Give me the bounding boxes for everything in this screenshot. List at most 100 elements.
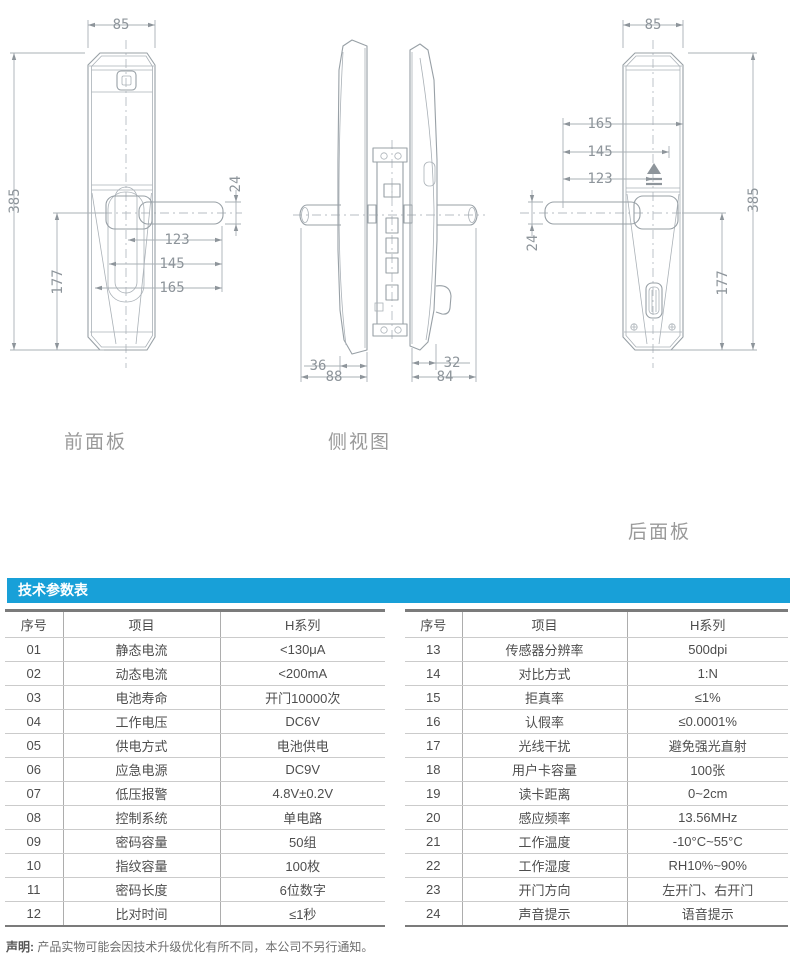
dim-front-handle-thickness: 24 xyxy=(228,176,244,193)
snib-knob xyxy=(435,285,452,315)
dim-side-84: 84 xyxy=(437,369,454,385)
side-view-label: 侧视图 xyxy=(328,432,392,453)
table-cell: 6位数字 xyxy=(219,877,385,902)
table-cell: 13 xyxy=(405,637,462,662)
table-cell: ≤0.0001% xyxy=(626,709,788,734)
table-cell: 动态电流 xyxy=(62,661,220,686)
fingerprint-sensor xyxy=(116,70,137,91)
table-cell: 50组 xyxy=(219,829,385,854)
section-title-bar: 技术参数表 xyxy=(7,578,790,603)
table-cell: <130μA xyxy=(219,637,385,662)
table-cell: 23 xyxy=(405,877,462,902)
dim-back-165: 165 xyxy=(587,116,612,132)
table-cell: 06 xyxy=(5,757,63,782)
header-index: 序号 xyxy=(5,610,63,638)
back-handle-hub xyxy=(633,195,679,230)
table-cell: 100张 xyxy=(626,757,788,782)
header-item: 项目 xyxy=(62,610,220,638)
table-cell: 读卡距离 xyxy=(461,781,627,806)
table-cell: 500dpi xyxy=(626,637,788,662)
back-view-label: 后面板 xyxy=(628,522,692,543)
table-cell: 开门方向 xyxy=(461,877,627,902)
table-cell: 12 xyxy=(5,901,63,927)
dim-front-123: 123 xyxy=(164,232,189,248)
table-cell: 1:N xyxy=(626,661,788,686)
table-cell: 低压报警 xyxy=(62,781,220,806)
table-cell: ≤1% xyxy=(626,685,788,710)
table-cell: 工作温度 xyxy=(461,829,627,854)
table-cell: 感应频率 xyxy=(461,805,627,830)
disclaimer: 声明: 产品实物可能会因技术升级优化有所不同，本公司不另行通知。 xyxy=(6,938,373,955)
dim-front-width: 85 xyxy=(113,17,130,33)
table-cell: 声音提示 xyxy=(461,901,627,927)
front-view-label: 前面板 xyxy=(64,432,128,453)
section-title: 技术参数表 xyxy=(18,582,88,598)
table-cell: 08 xyxy=(5,805,63,830)
table-cell: 03 xyxy=(5,685,63,710)
dim-front-165: 165 xyxy=(159,280,184,296)
disclaimer-label: 声明: xyxy=(6,940,34,954)
dim-back-handle-thickness: 24 xyxy=(525,235,541,252)
dim-side-88: 88 xyxy=(326,369,343,385)
header-index: 序号 xyxy=(405,610,462,638)
front-handle-bar xyxy=(138,201,224,225)
table-cell: 21 xyxy=(405,829,462,854)
technical-drawings: 85 385 177 24 123 145 165 xyxy=(7,17,762,385)
dim-back-height: 385 xyxy=(746,187,762,212)
table-cell: <200mA xyxy=(219,661,385,686)
battery-indicator xyxy=(647,163,661,174)
table-cell: 密码长度 xyxy=(62,877,220,902)
table-cell: 控制系统 xyxy=(62,805,220,830)
table-cell: 工作湿度 xyxy=(461,853,627,878)
lock-body-plate xyxy=(372,147,408,163)
dim-back-123: 123 xyxy=(587,171,612,187)
dim-back-handle-bottom: 177 xyxy=(715,270,731,295)
dim-front-handle-bottom: 177 xyxy=(50,269,66,294)
table-cell: RH10%~90% xyxy=(626,853,788,878)
table-cell: 电池寿命 xyxy=(62,685,220,710)
table-cell: 认假率 xyxy=(461,709,627,734)
table-cell: 15 xyxy=(405,685,462,710)
front-panel-drawing: 85 385 177 24 123 145 165 xyxy=(7,17,244,368)
side-back-panel xyxy=(409,43,438,351)
table-cell: 应急电源 xyxy=(62,757,220,782)
dim-back-145: 145 xyxy=(587,144,612,160)
table-header-row: 序号 项目 H系列 xyxy=(5,610,385,638)
table-cell: ≤1秒 xyxy=(219,901,385,927)
side-front-panel xyxy=(337,39,368,355)
table-cell: 13.56MHz xyxy=(626,805,788,830)
disclaimer-text: 产品实物可能会因技术升级优化有所不同，本公司不另行通知。 xyxy=(37,940,374,954)
dim-back-width: 85 xyxy=(645,17,662,33)
table-cell: 16 xyxy=(405,709,462,734)
table-cell: 18 xyxy=(405,757,462,782)
table-cell: DC9V xyxy=(219,757,385,782)
table-cell: 20 xyxy=(405,805,462,830)
table-cell: 避免强光直射 xyxy=(626,733,788,758)
table-cell: DC6V xyxy=(219,709,385,734)
table-cell: 开门10000次 xyxy=(219,685,385,710)
table-cell: 17 xyxy=(405,733,462,758)
table-cell: 09 xyxy=(5,829,63,854)
table-cell: 工作电压 xyxy=(62,709,220,734)
table-cell: 用户卡容量 xyxy=(461,757,627,782)
dim-front-height: 385 xyxy=(7,188,23,213)
table-cell: 19 xyxy=(405,781,462,806)
header-series: H系列 xyxy=(626,610,788,638)
table-cell: 单电路 xyxy=(219,805,385,830)
